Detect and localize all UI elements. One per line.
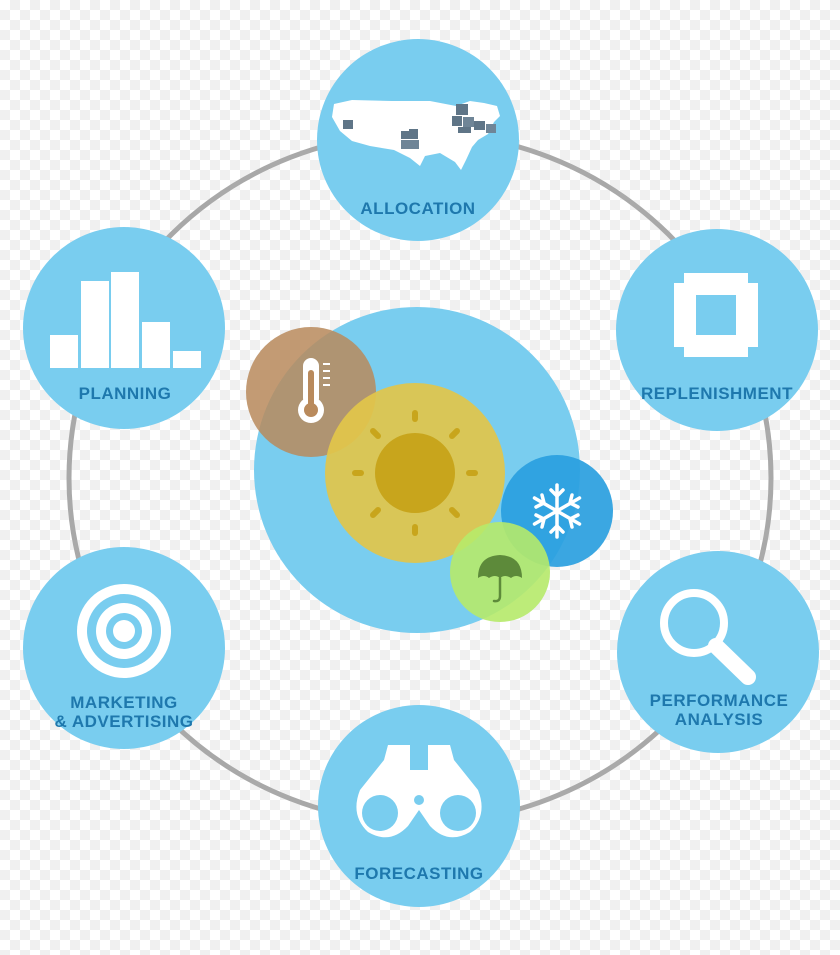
allocation-node[interactable]: ALLOCATION	[317, 39, 519, 241]
replenishment-label: REPLENISHMENT	[641, 384, 793, 403]
marketing-advertising-node[interactable]: MARKETING & ADVERTISING	[23, 547, 225, 749]
forecasting-label: FORECASTING	[354, 864, 483, 883]
refresh-cycle-icon	[674, 273, 758, 357]
umbrella-icon	[450, 522, 550, 622]
performance-label-line1: PERFORMANCE	[650, 691, 789, 710]
allocation-label: ALLOCATION	[360, 199, 475, 218]
marketing-label-line2: & ADVERTISING	[54, 712, 193, 731]
magnifier-icon	[660, 589, 756, 685]
us-map-icon	[332, 100, 500, 170]
target-icon	[77, 584, 171, 678]
performance-analysis-node[interactable]: PERFORMANCE ANALYSIS	[617, 551, 819, 753]
sun-icon	[325, 383, 505, 563]
binoculars-icon	[356, 745, 482, 838]
center-weather-cluster	[246, 307, 613, 633]
marketing-label-line1: MARKETING	[70, 693, 177, 712]
forecasting-node[interactable]: FORECASTING	[318, 705, 520, 907]
planning-node[interactable]: PLANNING	[23, 227, 225, 429]
performance-label-line2: ANALYSIS	[675, 710, 763, 729]
planning-label: PLANNING	[79, 384, 172, 403]
replenishment-node[interactable]: REPLENISHMENT	[616, 229, 818, 431]
bar-chart-icon	[50, 272, 201, 368]
